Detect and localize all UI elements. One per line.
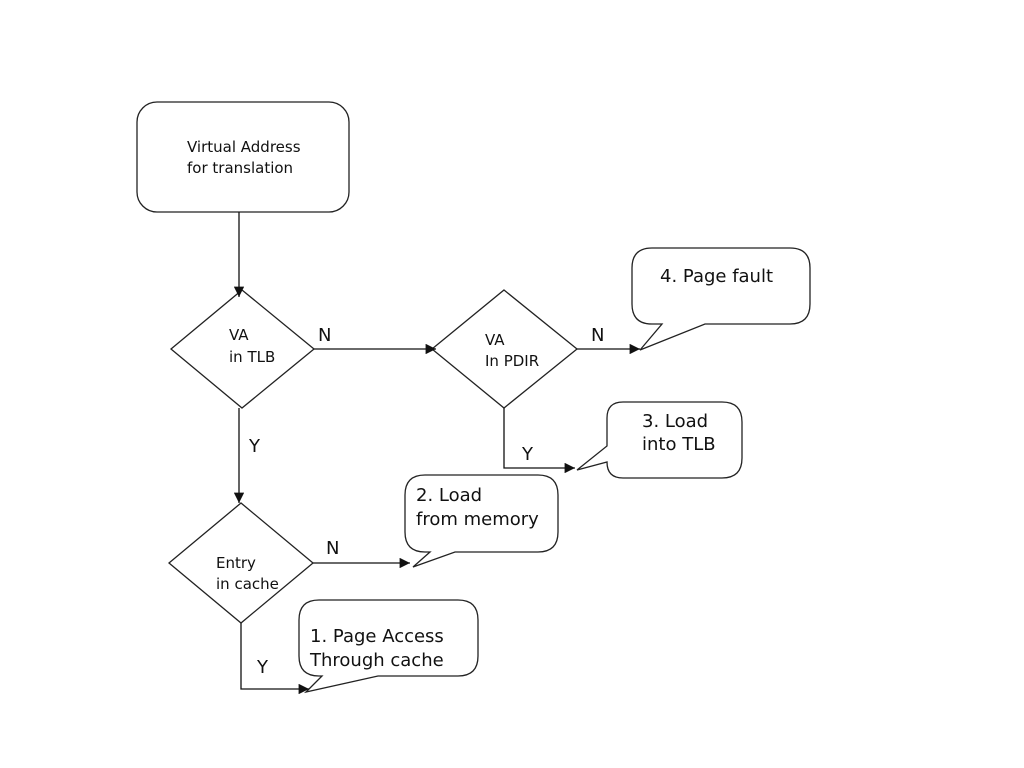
- callout-page-access-line2: Through cache: [309, 650, 444, 671]
- edge-label-cache-yes: Y: [256, 657, 269, 678]
- callout-page-fault-line1: 4. Page fault: [660, 266, 773, 287]
- edge-label-pdir-yes: Y: [521, 444, 534, 465]
- decision-va-in-tlb-line2: in TLB: [229, 348, 275, 366]
- edge-label-pdir-no: N: [591, 325, 604, 346]
- edge-cache-yes-to-access: [240, 623, 309, 695]
- callout-load-into-tlb: 3. Load into TLB: [576, 401, 743, 479]
- decision-va-in-tlb: VA in TLB: [169, 289, 316, 409]
- callout-load-from-memory: 2. Load from memory: [404, 474, 559, 568]
- edge-label-tlb-no: N: [318, 325, 331, 346]
- callout-load-into-tlb-line1: 3. Load: [642, 411, 708, 432]
- callout-page-access-line1: 1. Page Access: [310, 626, 444, 647]
- decision-va-in-tlb-line1: VA: [229, 326, 249, 344]
- decision-entry-in-cache: Entry in cache: [167, 502, 315, 624]
- edge-label-tlb-yes: Y: [248, 436, 261, 457]
- start-box: Virtual Address for translation: [136, 101, 350, 213]
- callout-load-from-memory-line1: 2. Load: [416, 485, 482, 506]
- decision-entry-in-cache-line1: Entry: [216, 554, 256, 572]
- callout-page-access: 1. Page Access Through cache: [298, 599, 479, 694]
- decision-entry-in-cache-line2: in cache: [216, 575, 279, 593]
- callout-load-into-tlb-line2: into TLB: [642, 434, 716, 455]
- callout-load-from-memory-line2: from memory: [416, 509, 539, 530]
- start-box-line1: Virtual Address: [187, 138, 301, 156]
- edge-label-cache-no: N: [326, 538, 339, 559]
- decision-va-in-pdir-line2: In PDIR: [485, 352, 539, 370]
- decision-va-in-pdir-line1: VA: [485, 331, 505, 349]
- start-box-line2: for translation: [187, 159, 293, 177]
- edge-pdir-yes-to-load-tlb: [503, 408, 575, 474]
- callout-page-fault: 4. Page fault: [631, 247, 811, 351]
- decision-va-in-pdir: VA In PDIR: [430, 289, 579, 409]
